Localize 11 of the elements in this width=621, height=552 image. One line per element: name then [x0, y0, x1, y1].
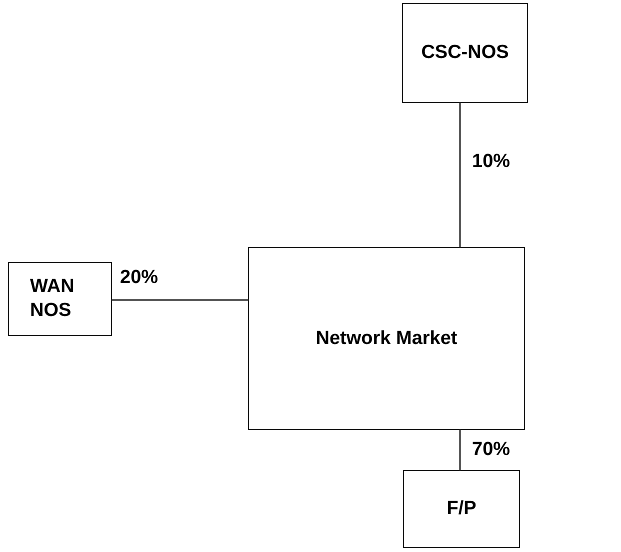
connector-line	[459, 103, 461, 247]
box	[403, 470, 520, 548]
box-label: WAN NOS	[30, 275, 76, 323]
box	[8, 262, 112, 336]
box	[402, 3, 528, 103]
box-label: F/P	[446, 497, 476, 521]
box-label: Network Market	[316, 326, 458, 350]
box	[248, 247, 525, 430]
box-label: CSC-NOS	[421, 41, 509, 65]
connector-line	[459, 430, 461, 470]
connector-line	[112, 299, 248, 301]
